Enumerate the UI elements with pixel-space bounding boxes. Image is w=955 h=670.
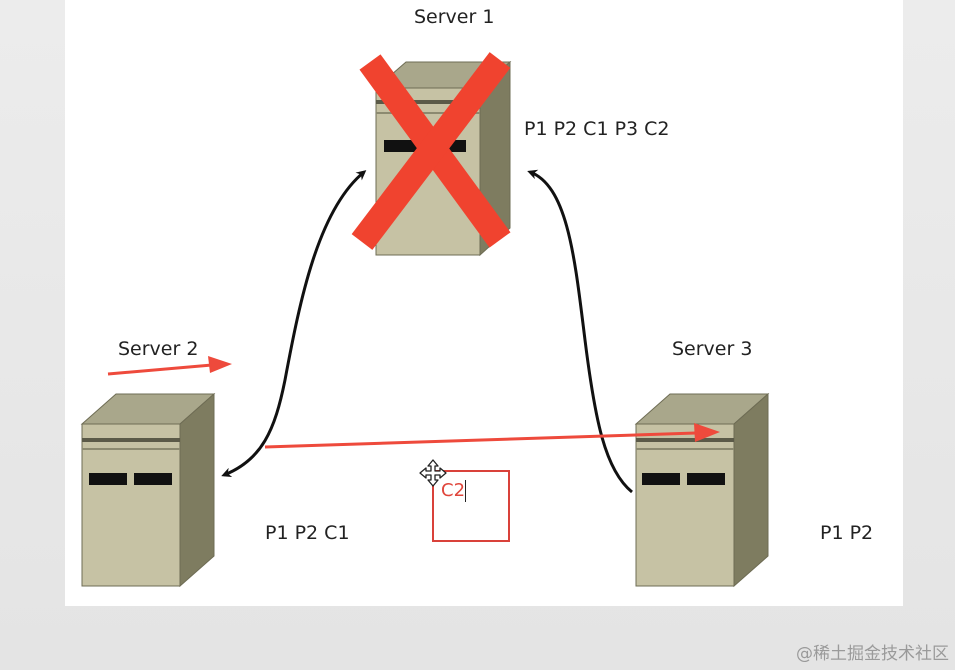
annotation-textbox[interactable] xyxy=(432,470,510,542)
x-cross-icon xyxy=(351,52,511,250)
server-3-label: Server 3 xyxy=(672,338,753,360)
connector-server1-server2 xyxy=(221,170,367,478)
server-1-partitions: P1 P2 C1 P3 C2 xyxy=(524,118,670,140)
server-1-label: Server 1 xyxy=(414,6,495,28)
watermark: @稀土掘金技术社区 xyxy=(796,644,949,664)
server-3-partitions: P1 P2 xyxy=(820,522,874,544)
move-cursor-icon[interactable] xyxy=(419,459,447,487)
text-caret xyxy=(465,480,466,502)
annotation-textbox-text[interactable]: C2 xyxy=(441,480,466,501)
server-2-icon xyxy=(80,392,216,588)
server-2-label: Server 2 xyxy=(118,338,199,360)
red-arrow-server2-label xyxy=(107,356,232,376)
server-3-icon xyxy=(634,392,770,588)
server-2-partitions: P1 P2 C1 xyxy=(265,522,350,544)
connector-server1-server3 xyxy=(527,169,633,494)
red-arrow-server2-to-server3 xyxy=(264,423,720,449)
